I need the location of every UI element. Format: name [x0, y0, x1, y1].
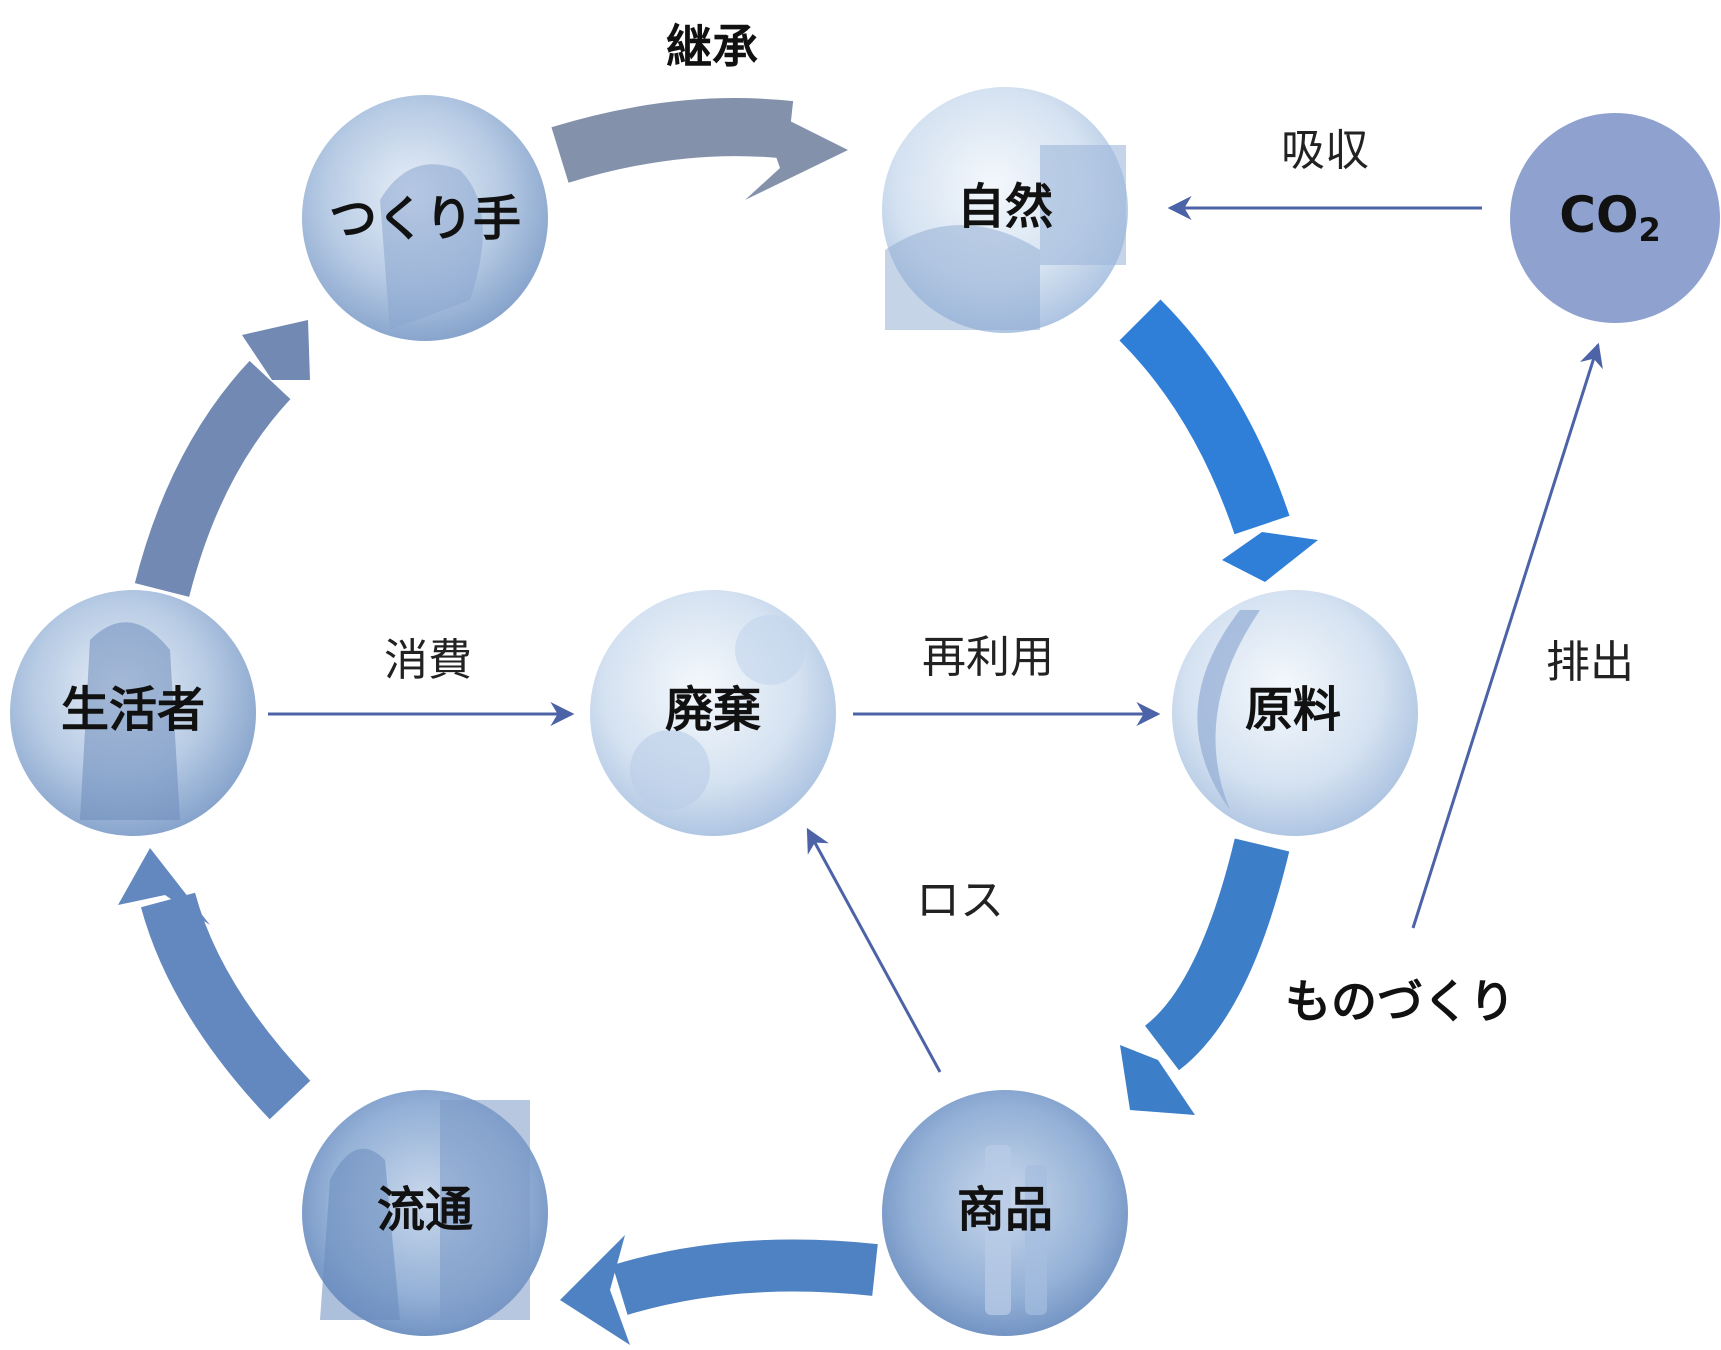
arrow-head-shizen-to-genryo [1222, 532, 1318, 582]
edge-label-keisho: 継承 [666, 20, 758, 74]
haiki-label: 廃棄 [665, 682, 761, 738]
arrow-shohin-to-co2 [1411, 342, 1603, 929]
node-seikatsusha: 生活者 [10, 590, 256, 836]
co2-subscript: 2 [1638, 211, 1660, 249]
genryo-crescent [1197, 610, 1260, 810]
haiki-texture-1 [630, 730, 710, 810]
edge-label-sairiyo: 再利用 [922, 632, 1054, 683]
edge-label-kyushu: 吸収 [1281, 125, 1369, 176]
ryutsu-shelf [440, 1100, 530, 1320]
edge-label-monozukuri: ものづくり [1285, 975, 1515, 1029]
node-haiki: 廃棄 [590, 590, 836, 836]
ryutsu-label: 流通 [377, 1182, 473, 1238]
shizen-hills [885, 225, 1040, 330]
shohin-label: 商品 [957, 1182, 1053, 1238]
edge-labels: 継承 吸収 排出 消費 再利用 ロス ものづくり [384, 20, 1634, 1029]
arrow-head-seikatsusha-to-tsukurite [242, 320, 310, 380]
shohin-bottle-1 [985, 1145, 1011, 1315]
arrow-shizen-to-genryo [1119, 299, 1290, 535]
ryutsu-figure [320, 1148, 400, 1320]
co2-circle [1510, 113, 1720, 323]
arrow-tsukurite-to-shizen [551, 98, 794, 183]
haiki-texture-2 [735, 615, 805, 685]
edge-label-haishutsu: 排出 [1546, 637, 1634, 688]
arrow-shohin-to-ryutsu [612, 1239, 878, 1315]
seikatsusha-label: 生活者 [61, 682, 205, 738]
arrow-head-ryutsu-to-seikatsusha [118, 848, 210, 925]
arrow-genryo-to-shohin [1144, 838, 1290, 1071]
shizen-building [1040, 145, 1126, 265]
node-genryo: 原料 [1172, 590, 1418, 836]
thin-arrows [268, 196, 1603, 1073]
node-shizen: 自然 [882, 87, 1128, 333]
arrow-head-genryo-to-shohin [1120, 1045, 1195, 1115]
shizen-label: 自然 [957, 179, 1053, 235]
node-co2: CO2 [1510, 113, 1720, 323]
shohin-bottle-2 [1025, 1165, 1047, 1315]
tsukurite-label: つくり手 [329, 191, 521, 247]
edge-label-shohi: 消費 [384, 635, 472, 686]
seikatsusha-figure [80, 622, 180, 820]
node-tsukurite: つくり手 [302, 95, 548, 341]
arrow-seikatsusha-to-tsukurite [134, 360, 291, 597]
arrow-head-shohin-to-ryutsu [560, 1235, 630, 1345]
tsukurite-figure [380, 164, 483, 330]
arrow-head-tsukurite-to-shizen [745, 105, 848, 200]
genryo-label: 原料 [1245, 682, 1341, 738]
node-shohin: 商品 [882, 1090, 1128, 1336]
node-ryutsu: 流通 [302, 1090, 548, 1336]
co2-main: CO [1559, 186, 1638, 244]
arrow-ryutsu-to-seikatsusha [140, 892, 311, 1120]
edge-label-loss: ロス [916, 875, 1004, 926]
cycle-arrows [118, 98, 1318, 1345]
arrow-shohin-to-haiki [806, 827, 942, 1073]
co2-label: CO2 [1559, 186, 1660, 250]
